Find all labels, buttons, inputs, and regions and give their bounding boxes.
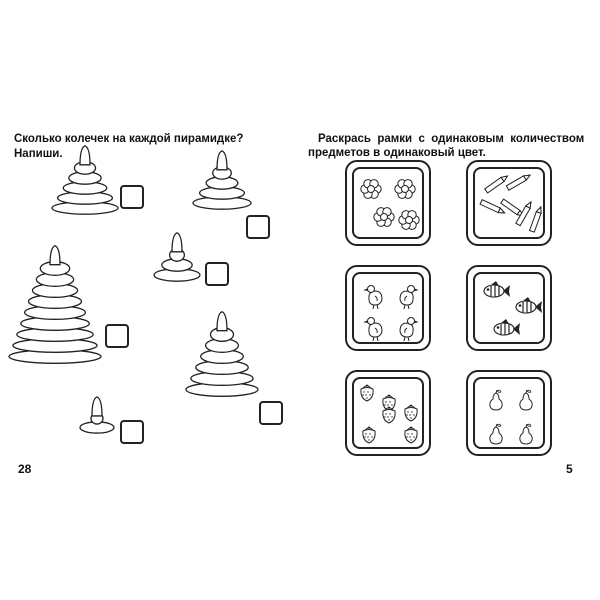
pyramid-cap xyxy=(79,145,91,166)
chicken-icon xyxy=(363,317,383,342)
pyramid-5 xyxy=(185,310,259,397)
strawberry-icons xyxy=(360,384,418,444)
pyramid-cap xyxy=(49,244,61,266)
pyramid-1 xyxy=(51,145,119,215)
pencil-icon xyxy=(528,205,542,233)
fish-icons xyxy=(483,281,542,336)
pyramid-cap xyxy=(91,396,103,417)
frame-pencils[interactable] xyxy=(466,160,552,246)
answer-box-2[interactable] xyxy=(246,215,270,239)
frame-fish[interactable] xyxy=(466,265,552,351)
strawberry-icon xyxy=(382,406,396,424)
chicken-icons xyxy=(363,285,419,342)
chicken-icon xyxy=(399,317,419,342)
pear-icon xyxy=(489,389,503,411)
fish-icon xyxy=(483,281,510,298)
pyramid-6 xyxy=(79,396,115,434)
right-task-text-line1: Раскрась рамки с одинаковым количеством xyxy=(318,133,585,145)
answer-box-5[interactable] xyxy=(259,401,283,425)
strawberry-icon xyxy=(360,384,374,402)
flower-icon xyxy=(360,179,382,199)
pear-icon xyxy=(519,423,533,445)
right-page-number: 5 xyxy=(566,462,573,476)
pyramid-cap xyxy=(216,150,228,171)
pear-icon xyxy=(519,389,533,411)
pencil-icon xyxy=(515,200,532,227)
strawberry-icon xyxy=(404,426,418,444)
pyramid-2 xyxy=(192,150,252,210)
answer-box-4[interactable] xyxy=(105,324,129,348)
fish-icon xyxy=(493,319,520,336)
pear-icons xyxy=(489,389,533,445)
frame-strawberries[interactable] xyxy=(345,370,431,456)
pencil-icon xyxy=(505,174,532,191)
frame-flowers[interactable] xyxy=(345,160,431,246)
left-page-number: 28 xyxy=(18,462,32,476)
flower-icon xyxy=(373,207,395,227)
pear-icon xyxy=(489,423,503,445)
answer-box-6[interactable] xyxy=(120,420,144,444)
chicken-icon xyxy=(363,285,383,310)
right-task-text-line2: предметов в одинаковый цвет. xyxy=(308,147,486,159)
flower-icons xyxy=(360,179,420,230)
pyramid-cap xyxy=(171,232,183,253)
chicken-icon xyxy=(399,285,419,310)
frame-pears[interactable] xyxy=(466,370,552,456)
pyramid-3 xyxy=(153,232,201,282)
answer-box-3[interactable] xyxy=(205,262,229,286)
left-task-text: Сколько колечек на каждой пирамидке? Нап… xyxy=(14,133,244,160)
strawberry-icon xyxy=(382,394,396,412)
pyramid-4 xyxy=(8,244,102,364)
pencil-icon xyxy=(484,175,509,194)
strawberry-icon xyxy=(404,404,418,422)
fish-icon xyxy=(515,297,542,314)
pyramid-cap xyxy=(216,310,228,332)
flower-icon xyxy=(394,179,416,199)
strawberry-icon xyxy=(362,426,376,444)
frame-chickens[interactable] xyxy=(345,265,431,351)
answer-box-1[interactable] xyxy=(120,185,144,209)
pencil-icon xyxy=(479,198,506,214)
pencil-icons xyxy=(479,174,542,233)
flower-icon xyxy=(398,210,420,230)
